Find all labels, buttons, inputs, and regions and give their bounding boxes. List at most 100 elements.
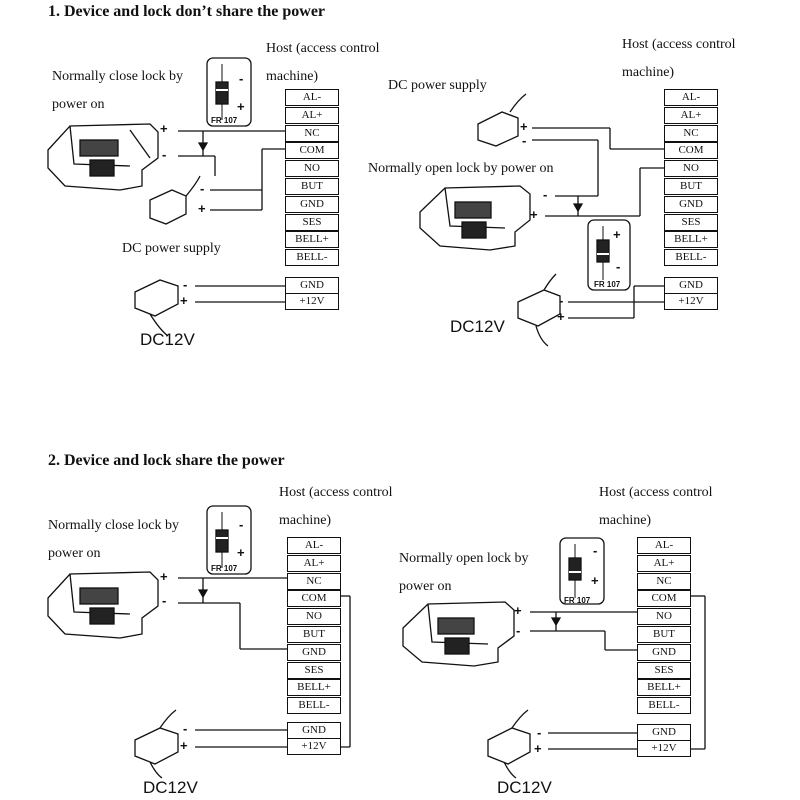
s1r-dc-supply-adapter	[477, 93, 527, 147]
s1-right-dc12-plus: +	[557, 309, 565, 324]
terminal-al: AL+	[637, 554, 691, 572]
terminal-ses: SES	[285, 213, 339, 231]
s2r-diode-inset	[550, 537, 605, 627]
s1-left-supply-plus: +	[198, 201, 206, 216]
terminal-bell: BELL-	[637, 697, 691, 715]
s1-right-diode-minus: -	[616, 259, 621, 274]
s1-dc-supply-adapter	[149, 175, 201, 225]
power-terminal-12v: +12V	[664, 293, 718, 310]
s1-right-dc12-minus: -	[559, 293, 564, 308]
s2-right-host-label: Host (access control machine)	[599, 485, 713, 528]
s1-left-dc-supply-label: DC power supply	[122, 241, 221, 256]
s1r-diode-inset	[572, 203, 631, 291]
s1-left-diode-minus: -	[239, 71, 244, 86]
s2-right-lock-label: Normally open lock by power on	[399, 551, 529, 594]
s1-left-diode-label: FR 107	[211, 116, 238, 125]
terminal-no: NO	[287, 608, 341, 626]
s1-right-lock-plus: +	[530, 207, 538, 222]
s1-right-diode-plus: +	[613, 227, 621, 242]
s2-left-dc12-plus: +	[180, 738, 188, 753]
s1-left-dc12-minus: -	[183, 277, 188, 292]
s2r-dc12-adapter	[487, 709, 531, 779]
terminal-nc: NC	[285, 124, 339, 142]
s1-right-host-label: Host (access control machine)	[622, 37, 736, 80]
terminal-no: NO	[637, 608, 691, 626]
terminal-bell: BELL-	[287, 697, 341, 715]
terminal-al: AL-	[285, 89, 339, 106]
terminal-ses: SES	[287, 661, 341, 679]
s1-left-supply-minus: -	[200, 181, 205, 196]
s2r-lock-device	[402, 601, 515, 667]
s2-left-host-label: Host (access control machine)	[279, 485, 393, 528]
s1r-dc12-adapter	[517, 273, 561, 347]
terminal-nc: NC	[637, 572, 691, 590]
terminal-ses: SES	[637, 661, 691, 679]
s1-right-supply-minus: -	[522, 133, 527, 148]
power-terminal-gnd: GND	[285, 277, 339, 294]
s1-left-dc12-plus: +	[180, 293, 188, 308]
terminal-nc: NC	[664, 124, 718, 142]
s2-right-dc12-label: DC12V	[497, 778, 552, 797]
power-terminal-12v: +12V	[637, 740, 691, 757]
s1-left-lock-plus: +	[160, 121, 168, 136]
s2-left-wires	[178, 577, 351, 748]
s2-left-diode-plus: +	[237, 545, 245, 560]
s1-left-host-label: Host (access control machine)	[266, 41, 380, 84]
power-terminal-gnd: GND	[637, 724, 691, 741]
s1-left-lock-label: Normally close lock by power on	[52, 69, 184, 112]
terminal-gnd: GND	[637, 643, 691, 661]
terminal-bell: BELL+	[637, 679, 691, 697]
s1-right-diode-label: FR 107	[594, 280, 621, 289]
terminal-com: COM	[637, 590, 691, 608]
terminal-but: BUT	[637, 626, 691, 643]
s2-diode-inset	[197, 505, 252, 599]
terminal-gnd: GND	[285, 195, 339, 213]
s2-right-dc12-minus: -	[537, 725, 542, 740]
terminal-al: AL-	[287, 537, 341, 554]
s2-left-dc12-minus: -	[183, 721, 188, 736]
terminal-nc: NC	[287, 572, 341, 590]
s1-left-lock-minus: -	[162, 147, 167, 162]
s2-left-diode-minus: -	[239, 517, 244, 532]
s1-right-dc-supply-label: DC power supply	[388, 78, 487, 93]
s1-left-diode-plus: +	[237, 99, 245, 114]
s1-left-dc12-label: DC12V	[140, 330, 195, 349]
s1-right-wires	[532, 127, 664, 319]
terminal-no: NO	[285, 160, 339, 178]
terminal-al: AL+	[287, 554, 341, 572]
power-terminal-12v: +12V	[287, 738, 341, 755]
terminal-bell: BELL+	[664, 231, 718, 249]
section-2-title: 2. Device and lock share the power	[48, 452, 285, 469]
s2-left-lock-minus: -	[162, 593, 167, 608]
s2-left-diode-label: FR 107	[211, 564, 238, 573]
s1-dc12-adapter	[134, 279, 179, 337]
s1-diode-inset	[197, 57, 252, 152]
terminal-gnd: GND	[664, 195, 718, 213]
s2-right-dc12-plus: +	[534, 741, 542, 756]
s2-right-diode-plus: +	[591, 573, 599, 588]
terminal-bell: BELL+	[287, 679, 341, 697]
s2-right-lock-plus: +	[514, 603, 522, 618]
s2-right-lock-minus: -	[516, 623, 521, 638]
terminal-com: COM	[664, 142, 718, 160]
s2-left-lock-plus: +	[160, 569, 168, 584]
terminal-but: BUT	[285, 178, 339, 195]
s2-dc12-adapter	[134, 709, 179, 779]
terminal-gnd: GND	[287, 643, 341, 661]
terminal-al: AL-	[637, 537, 691, 554]
s1-right-lock-label: Normally open lock by power on	[368, 161, 554, 176]
terminal-but: BUT	[287, 626, 341, 643]
s2-right-diode-minus: -	[593, 543, 598, 558]
power-terminal-gnd: GND	[287, 722, 341, 739]
power-terminal-12v: +12V	[285, 293, 339, 310]
terminal-but: BUT	[664, 178, 718, 195]
terminal-al: AL+	[664, 106, 718, 124]
terminal-al: AL-	[664, 89, 718, 106]
terminal-ses: SES	[664, 213, 718, 231]
s1-lock-device	[47, 123, 159, 191]
s2-lock-device	[47, 571, 159, 639]
s2-right-diode-label: FR 107	[564, 596, 591, 605]
terminal-al: AL+	[285, 106, 339, 124]
s2-left-lock-label: Normally close lock by power on	[48, 518, 180, 561]
